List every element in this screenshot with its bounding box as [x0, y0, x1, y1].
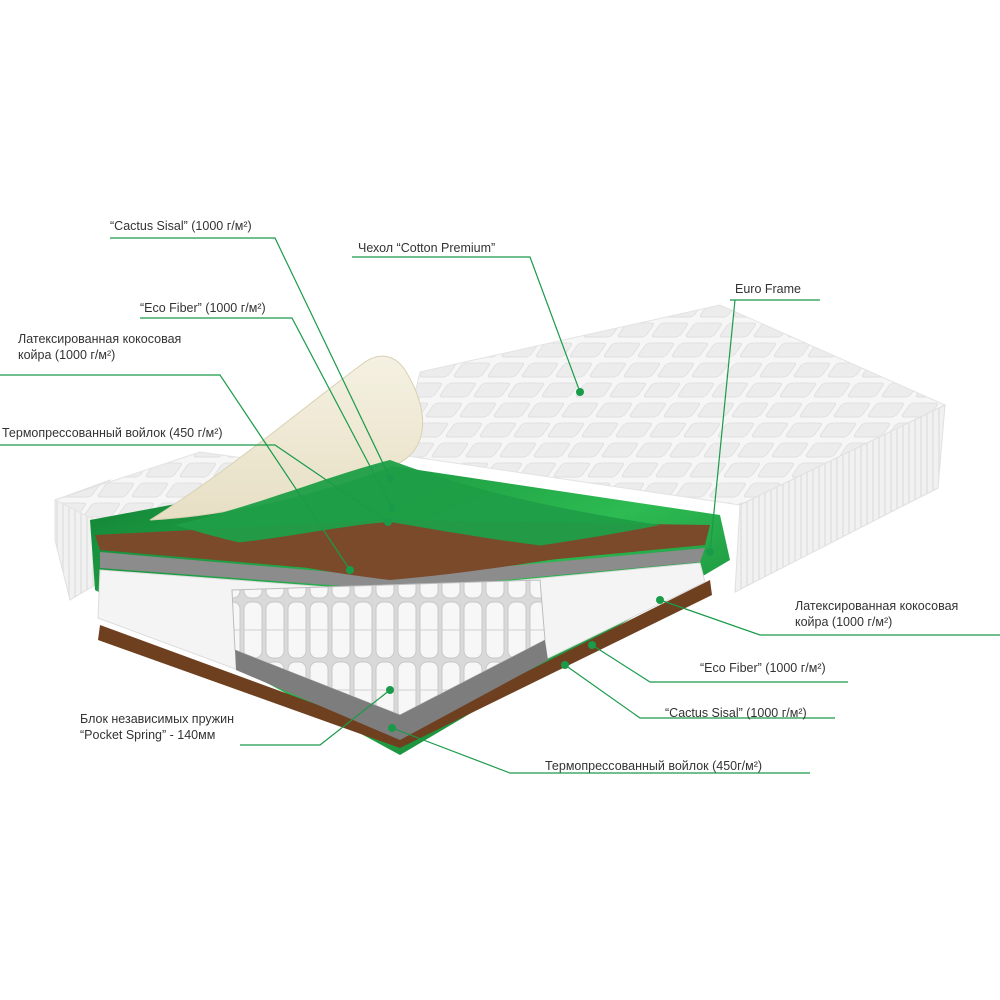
leader-dots — [346, 388, 714, 732]
label-coir-right-line2: койра (1000 г/м²) — [795, 615, 893, 629]
label-felt-bottom: Термопрессованный войлок (450г/м²) — [545, 759, 763, 773]
label-coir-top: Латексированная кокосовая койра (1000 г/… — [18, 331, 181, 363]
label-coir-top-line2: койра (1000 г/м²) — [18, 348, 116, 362]
label-springs-line2: “Pocket Spring” - 140мм — [80, 728, 216, 742]
label-cactus-sisal-right: “Cactus Sisal” (1000 г/м²) — [665, 706, 807, 720]
label-coir-top-line1: Латексированная кокосовая — [18, 332, 182, 346]
leader-lines — [0, 237, 1000, 774]
label-eco-fiber-top: “Eco Fiber” (1000 г/м²) — [140, 301, 266, 315]
label-felt-top: Термопрессованный войлок (450 г/м²) — [2, 426, 223, 440]
label-pocket-springs: Блок независимых пружин “Pocket Spring” … — [80, 711, 234, 743]
label-springs-line1: Блок независимых пружин — [80, 712, 235, 726]
felt-under-springs — [235, 640, 548, 740]
label-coir-right: Латексированная кокосовая койра (1000 г/… — [795, 598, 958, 630]
label-cover: Чехол “Cotton Premium” — [358, 241, 496, 255]
label-eco-fiber-right: “Eco Fiber” (1000 г/м²) — [700, 661, 826, 675]
label-cactus-sisal-top: “Cactus Sisal” (1000 г/м²) — [110, 219, 252, 233]
felt-layer — [100, 548, 705, 590]
mattress-side-right — [734, 404, 946, 593]
label-euro-frame: Euro Frame — [735, 282, 801, 296]
lifted-coir-layer — [210, 522, 600, 580]
label-coir-right-line1: Латексированная кокосовая — [795, 599, 959, 613]
